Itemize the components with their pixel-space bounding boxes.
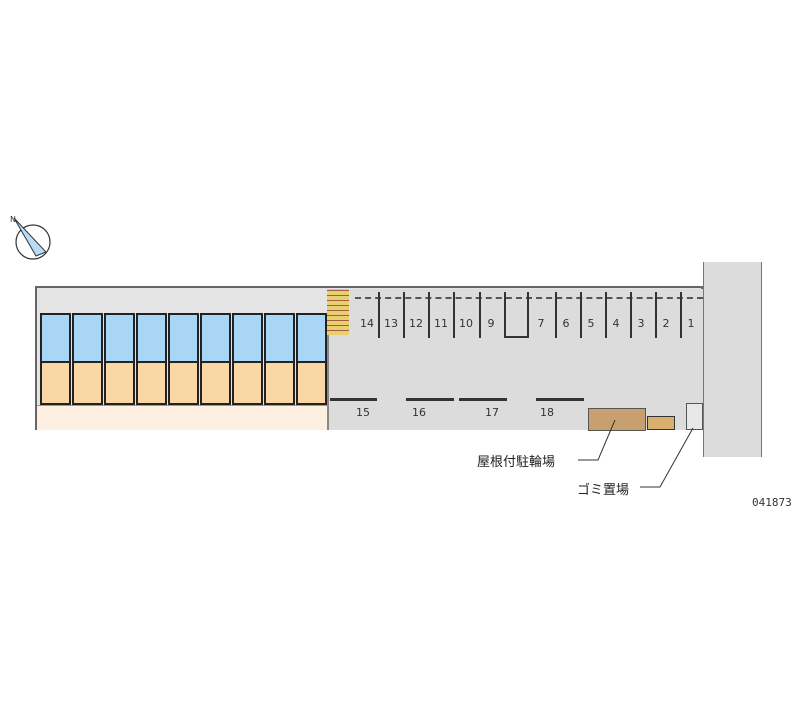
- space-divider: [479, 292, 481, 338]
- space-divider: [378, 292, 380, 338]
- apartment-unit: [264, 313, 295, 405]
- parking-space-number: 2: [662, 317, 670, 330]
- parking-space-number: 1: [687, 317, 695, 330]
- wet-area: [106, 315, 133, 363]
- apartment-unit: [200, 313, 231, 405]
- space-divider: [605, 292, 607, 338]
- parking-space-number: 15: [356, 406, 370, 419]
- parking-space-number: 6: [562, 317, 570, 330]
- parking-space-number: 17: [485, 406, 499, 419]
- parking-space-number: 12: [409, 317, 423, 330]
- bicycle-shed: [588, 408, 646, 431]
- parking-space-number: 5: [587, 317, 595, 330]
- space-divider: [580, 292, 582, 338]
- apartment-unit: [72, 313, 103, 405]
- svg-text:N: N: [10, 215, 16, 224]
- wet-area: [234, 315, 261, 363]
- apartment-unit: [104, 313, 135, 405]
- wet-area: [74, 315, 101, 363]
- space-divider: [655, 292, 657, 338]
- parking-stop-line: [536, 398, 584, 401]
- parking-space-number: 10: [459, 317, 473, 330]
- parking-space-number: 16: [412, 406, 426, 419]
- apartment-unit: [40, 313, 71, 405]
- parking-space-number: 13: [384, 317, 398, 330]
- parking-space-number: 14: [360, 317, 374, 330]
- apartment-unit: [296, 313, 327, 405]
- wet-area: [170, 315, 197, 363]
- parking-space-number: 9: [487, 317, 495, 330]
- space-divider: [453, 292, 455, 338]
- space-divider: [403, 292, 405, 338]
- property-code: 041873: [752, 496, 792, 509]
- parking-box: [504, 292, 529, 338]
- parking-space-number: 4: [612, 317, 620, 330]
- parking-space-number: 11: [434, 317, 448, 330]
- garbage-area: [686, 403, 703, 430]
- parking-stop-line: [330, 398, 377, 401]
- parking-lot: [327, 289, 703, 430]
- garbage-label: ゴミ置場: [577, 483, 630, 498]
- garden-strip: [37, 405, 327, 430]
- apartment-unit: [168, 313, 199, 405]
- apartment-unit: [232, 313, 263, 405]
- wet-area: [202, 315, 229, 363]
- parking-space-number: 7: [537, 317, 545, 330]
- space-divider: [555, 292, 557, 338]
- brick-wall: [327, 289, 349, 335]
- parking-line: [355, 297, 703, 299]
- parking-space-number: 3: [637, 317, 645, 330]
- wet-area: [138, 315, 165, 363]
- wet-area: [298, 315, 325, 363]
- road: [703, 262, 762, 457]
- parking-stop-line: [459, 398, 507, 401]
- space-divider: [428, 292, 430, 338]
- bicycle-parking-label: 屋根付駐輪場: [477, 455, 556, 470]
- apartment-unit: [136, 313, 167, 405]
- bicycle-icon: [647, 416, 675, 430]
- space-divider: [630, 292, 632, 338]
- compass-north-arrow-icon: N: [10, 215, 51, 260]
- parking-space-number: 18: [540, 406, 554, 419]
- parking-stop-line: [406, 398, 454, 401]
- wet-area: [266, 315, 293, 363]
- space-divider: [680, 292, 682, 338]
- wet-area: [42, 315, 69, 363]
